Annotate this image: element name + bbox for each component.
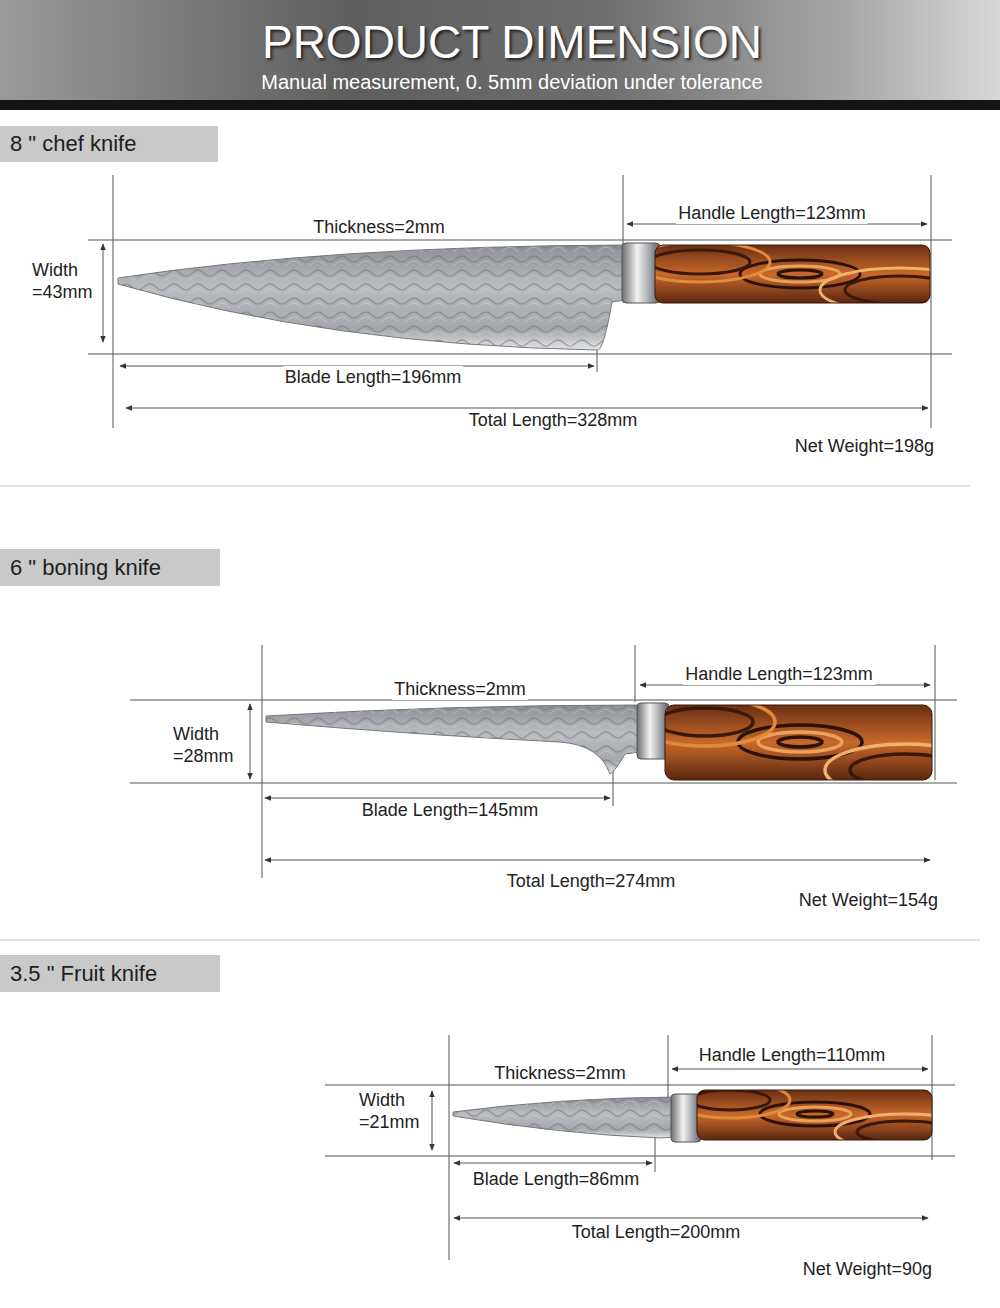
dimension-label: Thickness=2mm [311, 216, 447, 238]
section-title: 3.5 " Fruit knife [10, 961, 157, 987]
dimension-label: Total Length=274mm [505, 870, 678, 892]
dimension-label: Total Length=200mm [570, 1221, 743, 1243]
weight-label: Net Weight=90g [801, 1258, 934, 1280]
dimension-label: Thickness=2mm [392, 678, 528, 700]
dimension-label: Handle Length=110mm [697, 1044, 887, 1066]
section-band: 3.5 " Fruit knife [0, 955, 220, 992]
dimension-label: Handle Length=123mm [683, 663, 875, 685]
weight-label: Net Weight=154g [797, 889, 940, 911]
section-title: 8 " chef knife [10, 131, 136, 157]
section-band: 8 " chef knife [0, 126, 218, 162]
header-bar [0, 100, 1000, 110]
dimension-label: Handle Length=123mm [676, 202, 868, 224]
subtitle: Manual measurement, 0. 5mm deviation und… [261, 70, 762, 94]
dimension-label: Blade Length=86mm [471, 1168, 642, 1190]
weight-label: Net Weight=198g [793, 435, 936, 457]
dimension-label: Width =21mm [357, 1089, 427, 1133]
dimension-label: Total Length=328mm [467, 409, 640, 431]
section-title: 6 " boning knife [10, 555, 161, 581]
dimension-label: Width =28mm [171, 723, 241, 767]
dimension-label: Width =43mm [30, 259, 100, 303]
dimension-label: Blade Length=196mm [283, 366, 464, 388]
section-band: 6 " boning knife [0, 549, 220, 586]
dimension-label: Thickness=2mm [492, 1062, 628, 1084]
page-title: PRODUCT DIMENSION [262, 16, 762, 68]
dimension-label: Blade Length=145mm [360, 799, 541, 821]
